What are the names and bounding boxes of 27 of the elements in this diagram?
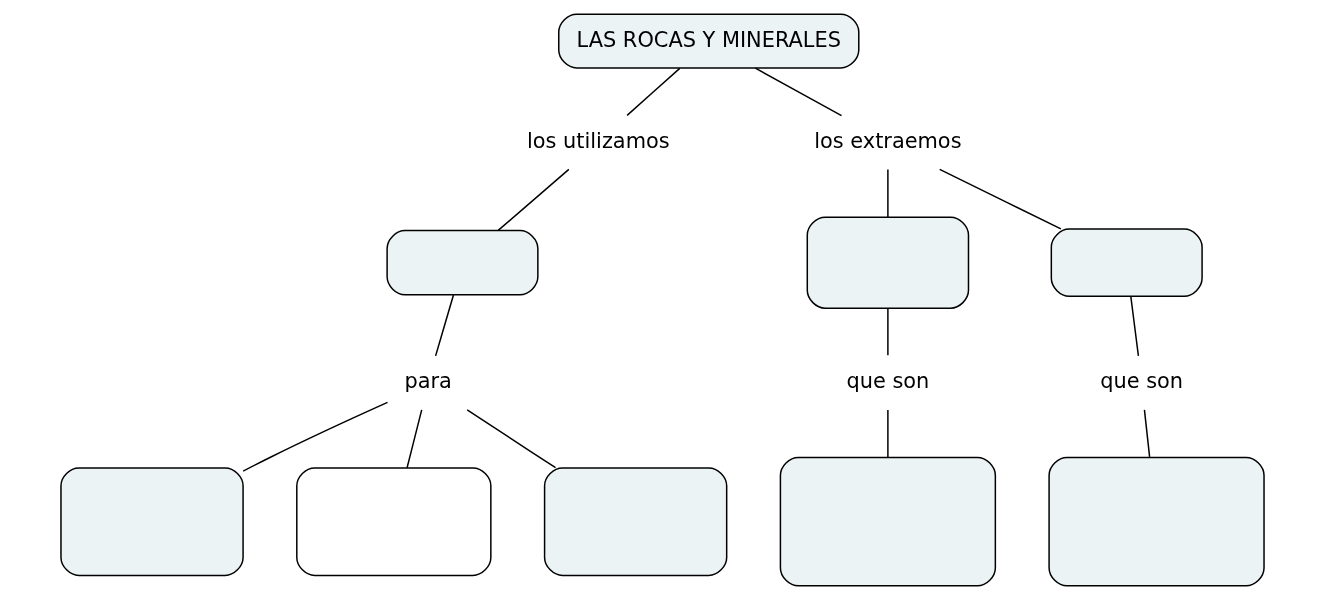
node-box	[543, 467, 727, 577]
connector	[886, 307, 889, 357]
connector	[754, 67, 842, 117]
node-box	[1050, 228, 1203, 297]
node-text: los extraemos	[813, 129, 962, 154]
node-box	[779, 456, 996, 587]
connector	[465, 409, 556, 469]
connector	[241, 401, 388, 472]
connector	[886, 168, 889, 218]
connector	[625, 67, 680, 117]
node-text: que son	[1099, 369, 1183, 394]
connector	[434, 294, 454, 357]
node-box	[806, 216, 969, 309]
node-box	[385, 229, 539, 296]
connector	[1143, 409, 1150, 458]
node-text: para	[403, 369, 452, 394]
connector	[938, 168, 1062, 230]
connector	[1129, 296, 1139, 357]
node-box	[295, 467, 492, 577]
connector	[405, 409, 422, 469]
node-box	[59, 467, 244, 577]
connector	[886, 409, 889, 458]
node-box	[1047, 456, 1265, 587]
node-text: que son	[845, 369, 929, 394]
connector	[496, 168, 570, 232]
node-box: LAS ROCAS Y MINERALES	[557, 13, 860, 69]
node-text: los utilizamos	[526, 129, 670, 154]
